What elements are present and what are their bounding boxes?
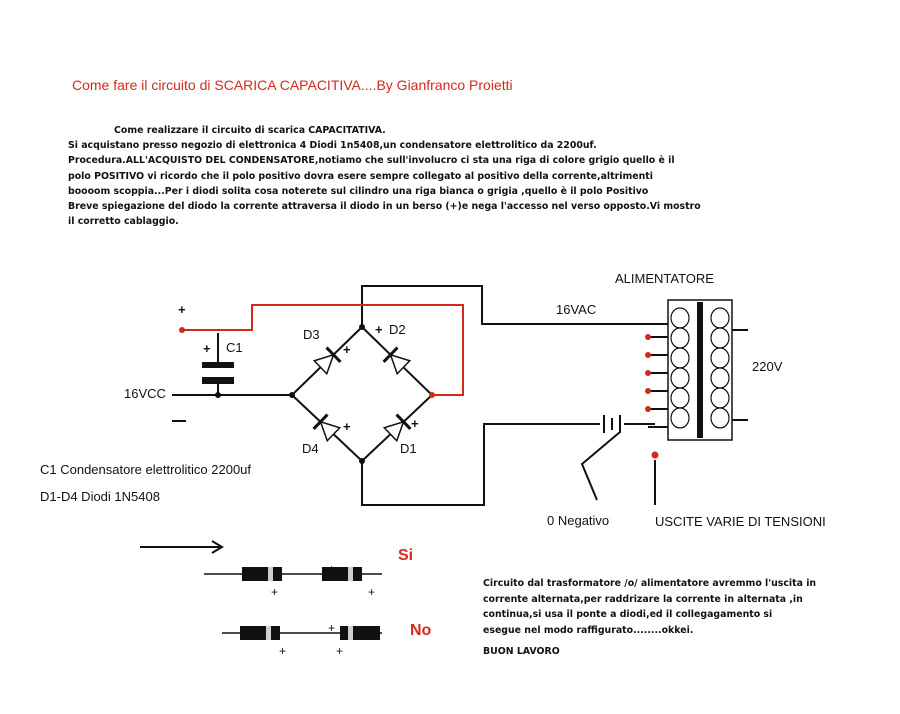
tap-dot bbox=[645, 388, 651, 394]
plus-si-mid: + bbox=[328, 562, 336, 576]
d3-label: D3 bbox=[303, 327, 320, 342]
intro-line: Breve spiegazione del diodo la corrente … bbox=[68, 201, 701, 213]
d3-plus-label: + bbox=[343, 342, 351, 357]
transformer-core bbox=[697, 302, 703, 438]
intro-line: Si acquistano presso negozio di elettron… bbox=[68, 140, 597, 152]
cap-label: C1 bbox=[226, 340, 243, 355]
red-wire-path bbox=[182, 304, 464, 396]
junction-dot bbox=[359, 324, 365, 330]
junction-dot bbox=[215, 392, 221, 398]
diode-orientation bbox=[204, 567, 382, 640]
d2-label: D2 bbox=[389, 322, 406, 337]
note-line: Circuito dal trasformatore /o/ alimentat… bbox=[483, 578, 817, 589]
vac-label: 16VAC bbox=[556, 302, 597, 317]
diode-body-no-1 bbox=[240, 626, 280, 640]
plus-no-2: + bbox=[336, 644, 344, 658]
arrow-head bbox=[211, 540, 224, 554]
plus-si-1: + bbox=[271, 585, 279, 599]
diode-d3 bbox=[312, 346, 342, 376]
junction-dots bbox=[215, 324, 365, 464]
red-dots bbox=[179, 327, 659, 459]
negativo-label: 0 Negativo bbox=[547, 513, 610, 528]
black-wires bbox=[140, 285, 748, 554]
intro-line: polo POSITIVO vi ricordo che il polo pos… bbox=[68, 170, 653, 182]
intro-text: Come realizzare il circuito di scarica C… bbox=[68, 123, 728, 229]
red-dot bbox=[179, 327, 185, 333]
red-positive-wire bbox=[182, 304, 464, 396]
diode-d2 bbox=[382, 346, 412, 376]
plus-top-label: + bbox=[178, 302, 186, 317]
legend-diodes: D1-D4 Diodi 1N5408 bbox=[40, 489, 160, 504]
vcc-label: 16VCC bbox=[124, 386, 166, 401]
transformer-coils bbox=[670, 307, 730, 429]
tap-dot bbox=[645, 406, 651, 412]
diode-stripe-si-1 bbox=[268, 567, 273, 581]
diode-body-si-1 bbox=[242, 567, 282, 581]
wire-ac-bottom bbox=[361, 423, 600, 506]
yes-label: Si bbox=[398, 547, 414, 564]
transformer bbox=[667, 299, 733, 441]
plus-no-mid: + bbox=[328, 621, 336, 635]
diode-d1 bbox=[382, 413, 412, 443]
d4-label: D4 bbox=[302, 441, 319, 456]
diode-symbols bbox=[312, 346, 412, 443]
d2-plus-label: + bbox=[375, 322, 383, 337]
legend-c1: C1 Condensatore elettrolitico 2200uf bbox=[40, 462, 252, 477]
red-dot bbox=[429, 392, 435, 398]
d4-plus-label: + bbox=[343, 419, 351, 434]
junction-dot bbox=[289, 392, 295, 398]
page-title: Come fare il circuito di SCARICA CAPACIT… bbox=[72, 77, 513, 93]
uscite-label: USCITE VARIE DI TENSIONI bbox=[655, 514, 826, 529]
sign-off: BUON LAVORO bbox=[483, 646, 560, 658]
alimentatore-label: ALIMENTATORE bbox=[615, 271, 714, 286]
diode-body-no-2 bbox=[340, 626, 380, 640]
plus-si-2: + bbox=[368, 585, 376, 599]
mains-label: 220V bbox=[752, 359, 783, 374]
ac-contact bbox=[603, 415, 621, 433]
capacitor-plate-bottom bbox=[202, 377, 234, 384]
note-line: esegue nel modo raffigurato........okkei… bbox=[483, 624, 694, 636]
diode-stripe-no-1 bbox=[266, 626, 271, 640]
tap-dot bbox=[645, 334, 651, 340]
tap-dot bbox=[645, 370, 651, 376]
pointer-negativo bbox=[580, 431, 621, 501]
wire-ac-top bbox=[361, 285, 628, 327]
junction-dot bbox=[359, 458, 365, 464]
diode-stripe-si-2 bbox=[348, 567, 353, 581]
intro-line: boooom scoppia...Per i diodi solita cosa… bbox=[68, 185, 649, 197]
d1-label: D1 bbox=[400, 441, 417, 456]
explanation-note: Circuito dal trasformatore /o/ alimentat… bbox=[483, 576, 816, 660]
intro-line: Procedura.ALL'ACQUISTO DEL CONDENSATORE,… bbox=[68, 155, 675, 167]
note-line: corrente alternata,per raddrizare la cor… bbox=[483, 593, 803, 605]
capacitor-plate-top bbox=[202, 362, 234, 368]
diode-stripe-no-2 bbox=[348, 626, 353, 640]
no-label: No bbox=[410, 622, 432, 639]
plus-no-1: + bbox=[279, 644, 287, 658]
intro-line: il corretto cablaggio. bbox=[68, 216, 179, 228]
cap-plus-label: + bbox=[203, 341, 211, 356]
diode-d4 bbox=[312, 413, 342, 443]
uscite-dot bbox=[651, 451, 659, 459]
intro-line: Come realizzare il circuito di scarica C… bbox=[114, 125, 386, 136]
tap-dot bbox=[645, 352, 651, 358]
note-line: continua,si usa il ponte a diodi,ed il c… bbox=[483, 609, 773, 621]
d1-plus-label: + bbox=[411, 416, 419, 431]
